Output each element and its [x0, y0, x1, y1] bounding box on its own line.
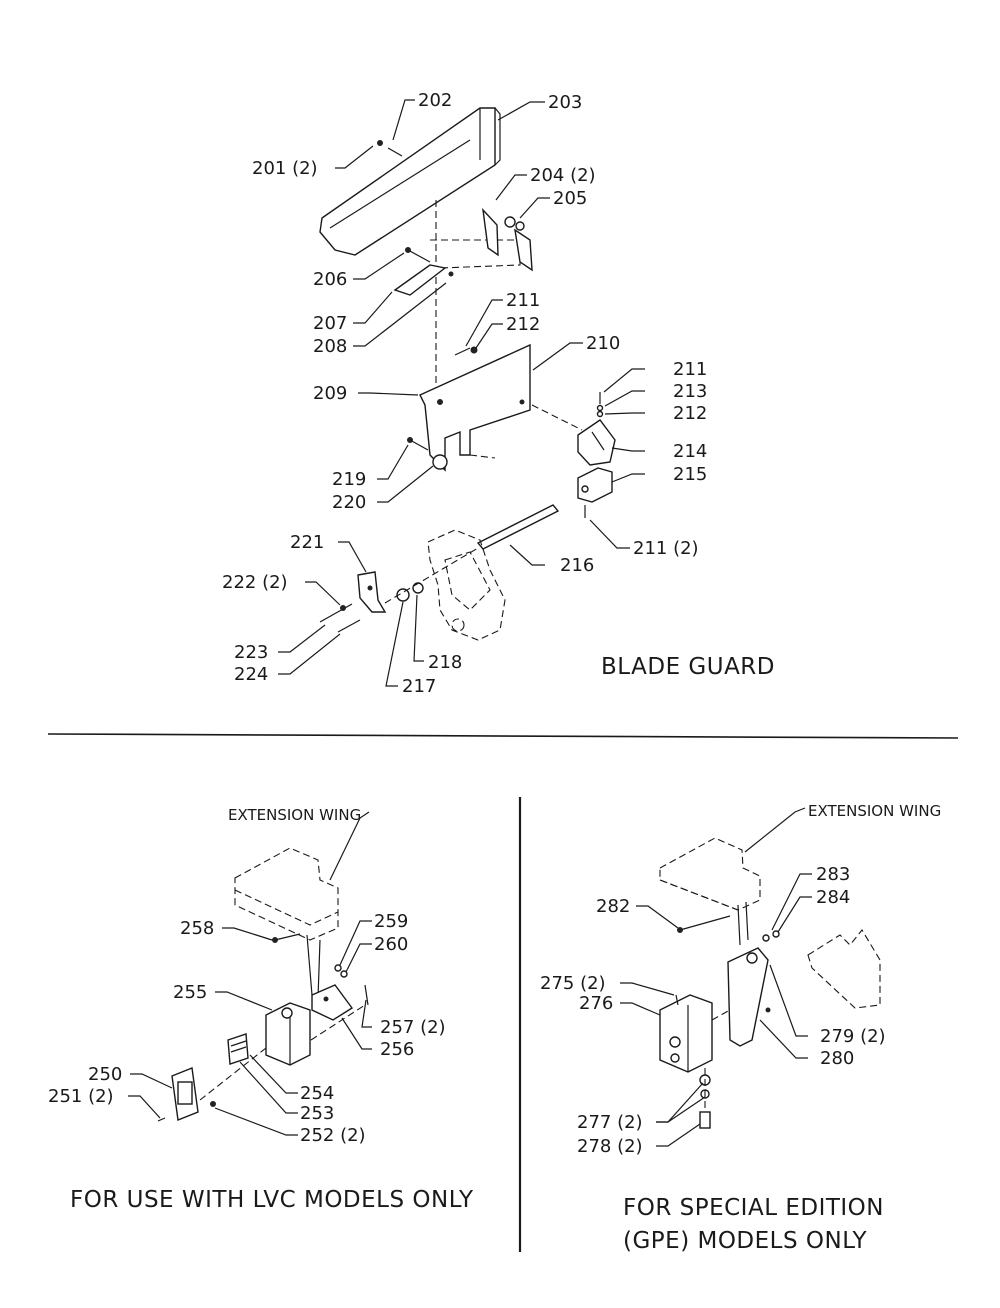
- label-260: 260: [374, 934, 408, 955]
- label-219: 219: [332, 469, 366, 490]
- gpe-leaders: [620, 807, 812, 1147]
- label-278: 278 (2): [577, 1136, 643, 1157]
- label-209: 209: [313, 383, 347, 404]
- label-275: 275 (2): [540, 973, 606, 994]
- label-282: 282: [596, 896, 630, 917]
- label-213: 213: [673, 381, 707, 402]
- label-216: 216: [560, 555, 594, 576]
- label-280: 280: [820, 1048, 854, 1069]
- gpe-title-line-1: FOR SPECIAL EDITION: [623, 1195, 884, 1221]
- gpe-title-line-2: (GPE) MODELS ONLY: [623, 1228, 867, 1254]
- blade-guard-drawing: [319, 107, 616, 641]
- blade-guard-labels: 202 203 201 (2) 204 (2) 205 206 207 208 …: [222, 90, 775, 697]
- label-203: 203: [548, 92, 582, 113]
- label-207: 207: [313, 313, 347, 334]
- label-204: 204 (2): [530, 165, 596, 186]
- label-251: 251 (2): [48, 1086, 114, 1107]
- label-202: 202: [418, 90, 452, 111]
- label-276: 276: [579, 993, 613, 1014]
- lvc-labels: EXTENSION WING 258 259 260 255 257 (2) 2…: [48, 806, 474, 1213]
- label-283: 283: [816, 864, 850, 885]
- label-258: 258: [180, 918, 214, 939]
- label-211-right: 211: [673, 359, 707, 380]
- label-224: 224: [234, 664, 268, 685]
- lvc-title: FOR USE WITH LVC MODELS ONLY: [70, 1187, 474, 1213]
- label-284: 284: [816, 887, 850, 908]
- label-223: 223: [234, 642, 268, 663]
- label-208: 208: [313, 336, 347, 357]
- label-211-lower: 211 (2): [633, 538, 699, 559]
- label-218: 218: [428, 652, 462, 673]
- lvc-leaders: [128, 811, 372, 1136]
- blade-guard-title: BLADE GUARD: [601, 654, 775, 680]
- lvc-drawing: [157, 847, 369, 1122]
- lvc-extension-wing-label: EXTENSION WING: [228, 806, 361, 824]
- label-250: 250: [88, 1064, 122, 1085]
- label-259: 259: [374, 911, 408, 932]
- label-205: 205: [553, 188, 587, 209]
- label-253: 253: [300, 1103, 334, 1124]
- label-221: 221: [290, 532, 324, 553]
- label-215: 215: [673, 464, 707, 485]
- label-201: 201 (2): [252, 158, 318, 179]
- label-212-right: 212: [673, 403, 707, 424]
- blade-guard-leaders: [278, 99, 645, 687]
- label-255: 255: [173, 982, 207, 1003]
- label-211-top: 211: [506, 290, 540, 311]
- label-206: 206: [313, 269, 347, 290]
- label-256: 256: [380, 1039, 414, 1060]
- label-277: 277 (2): [577, 1112, 643, 1133]
- label-220: 220: [332, 492, 366, 513]
- label-257: 257 (2): [380, 1017, 446, 1038]
- label-222: 222 (2): [222, 572, 288, 593]
- label-210: 210: [586, 333, 620, 354]
- label-252: 252 (2): [300, 1125, 366, 1146]
- label-279: 279 (2): [820, 1026, 886, 1047]
- gpe-drawing: [659, 837, 881, 1129]
- gpe-labels: EXTENSION WING 283 284 282 275 (2) 276 2…: [540, 802, 941, 1254]
- gpe-extension-wing-label: EXTENSION WING: [808, 802, 941, 820]
- label-212-top: 212: [506, 314, 540, 335]
- horizontal-divider: [47, 733, 959, 739]
- label-254: 254: [300, 1083, 334, 1104]
- label-217: 217: [402, 676, 436, 697]
- label-214: 214: [673, 441, 707, 462]
